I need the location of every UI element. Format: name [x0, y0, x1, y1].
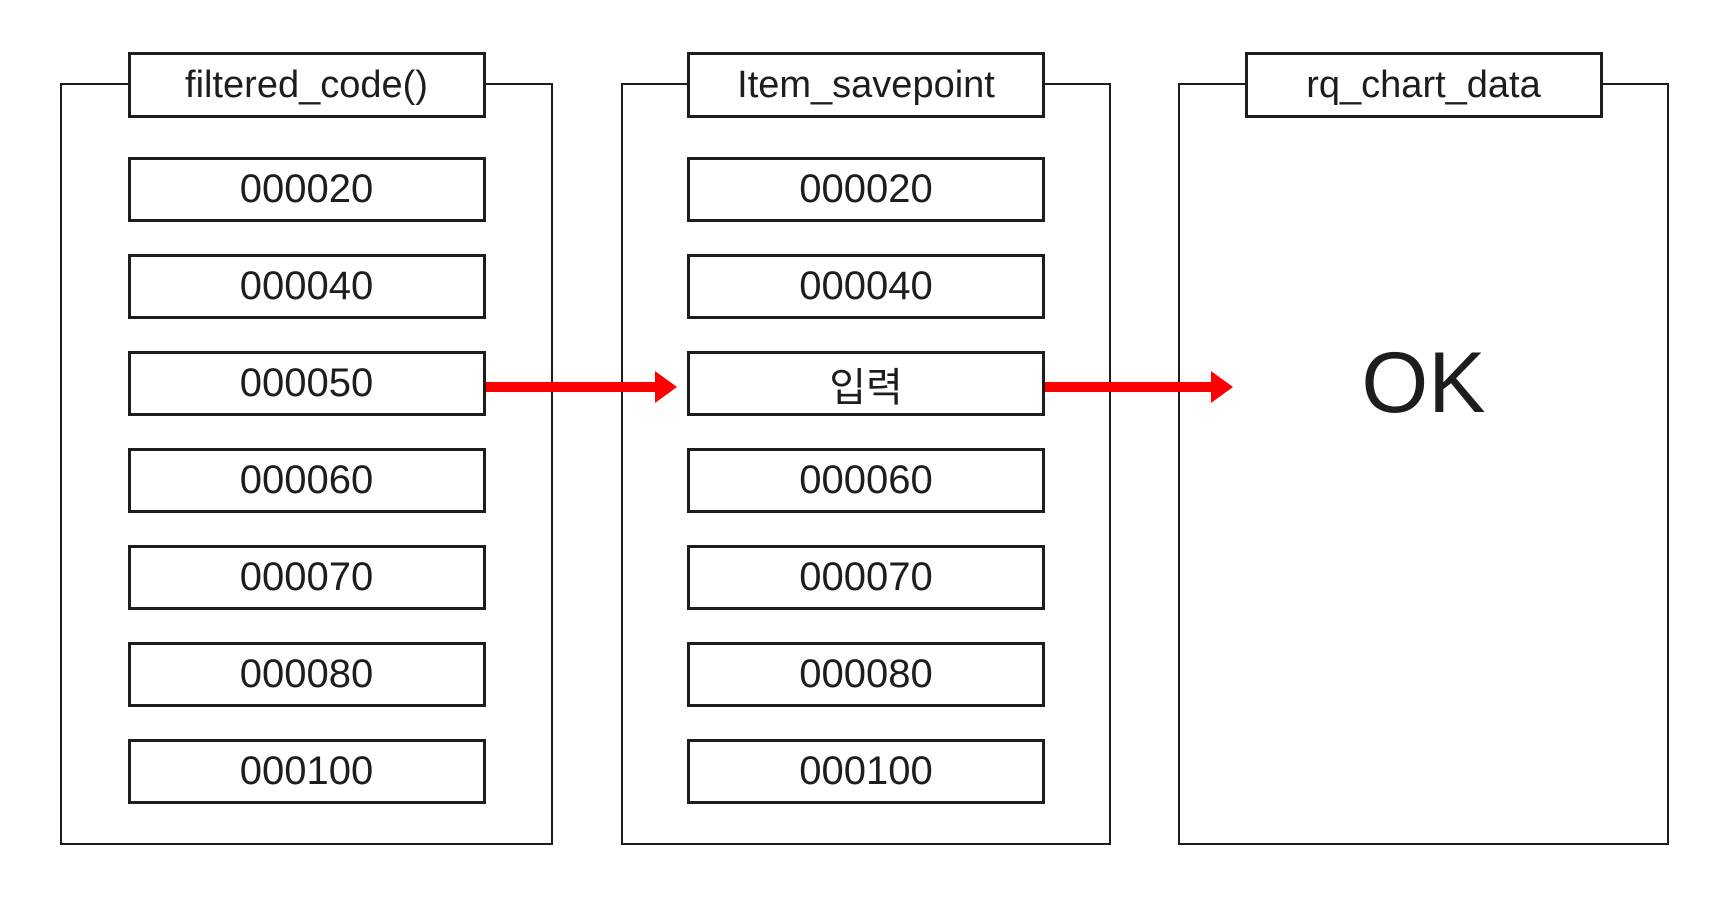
code-row-label: 000020 — [239, 167, 374, 211]
code-row-label: 000070 — [799, 555, 933, 599]
panel-filtered-code: filtered_code() 000020 000040 000050 000… — [60, 52, 553, 845]
code-row-label: 000100 — [239, 749, 374, 793]
code-row-label: 000040 — [239, 264, 374, 308]
arrow-shaft — [486, 382, 655, 392]
panel-title-label: Item_savepoint — [737, 63, 995, 106]
savepoint-row-input: 입력 — [687, 351, 1045, 416]
arrow-shaft — [1045, 382, 1211, 392]
code-row-label: 000020 — [799, 167, 933, 211]
code-row-label: 000080 — [799, 652, 933, 696]
arrow-head-icon — [1211, 371, 1233, 403]
savepoint-row-5: 000070 — [687, 545, 1045, 610]
code-row-label: 000060 — [799, 458, 933, 502]
code-row-label: 000070 — [239, 555, 374, 599]
panel-title-label: filtered_code() — [185, 63, 428, 106]
filtered-code-row-2: 000040 — [127, 254, 486, 319]
code-row-label: 000050 — [239, 361, 374, 405]
filtered-code-row-4: 000060 — [127, 448, 486, 513]
code-row-label: 000080 — [239, 652, 374, 696]
panel-item-savepoint: Item_savepoint 000020 000040 입력 000060 0… — [621, 52, 1111, 845]
arrow-filtered-to-savepoint — [486, 371, 677, 403]
savepoint-row-2: 000040 — [687, 254, 1045, 319]
panel-rq-chart-data: rq_chart_data OK — [1178, 52, 1669, 845]
panel-filtered-code-title: filtered_code() — [127, 52, 486, 118]
arrow-savepoint-to-chart — [1045, 371, 1233, 403]
filtered-code-row-6: 000080 — [127, 642, 486, 707]
savepoint-row-1: 000020 — [687, 157, 1045, 222]
arrow-head-icon — [655, 371, 677, 403]
panel-rq-chart-data-title: rq_chart_data — [1244, 52, 1603, 118]
code-row-label: 000060 — [239, 458, 374, 502]
filtered-code-row-3: 000050 — [127, 351, 486, 416]
panel-item-savepoint-title: Item_savepoint — [687, 52, 1045, 118]
savepoint-row-7: 000100 — [687, 739, 1045, 804]
savepoint-row-6: 000080 — [687, 642, 1045, 707]
panel-title-label: rq_chart_data — [1306, 63, 1541, 106]
code-row-label: 000040 — [799, 264, 933, 308]
panel-rq-chart-data-outline — [1178, 83, 1669, 845]
code-row-label: 입력 — [829, 365, 903, 410]
filtered-code-row-5: 000070 — [127, 545, 486, 610]
code-row-label: 000100 — [799, 749, 933, 793]
filtered-code-row-1: 000020 — [127, 157, 486, 222]
ok-result-label: OK — [1361, 335, 1486, 431]
filtered-code-row-7: 000100 — [127, 739, 486, 804]
savepoint-row-4: 000060 — [687, 448, 1045, 513]
